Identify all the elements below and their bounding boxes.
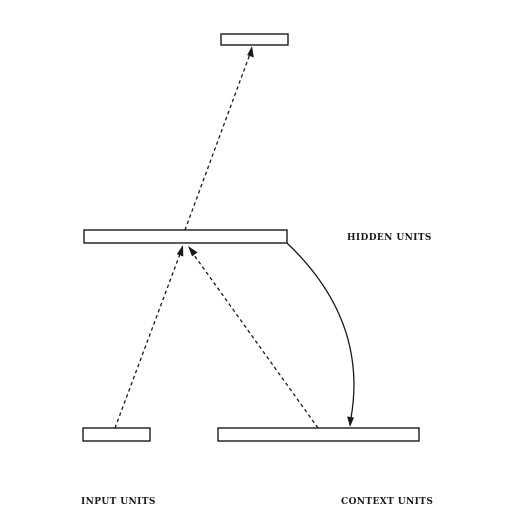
input-to-hidden-connection	[114, 253, 181, 429]
input-to-hidden-arrowhead	[176, 245, 184, 257]
context-units-box	[217, 427, 420, 442]
hidden-units-label: HIDDEN UNITS	[347, 233, 432, 243]
input-units-label: INPUT UNITS	[81, 497, 156, 507]
context-units-label: CONTEXT UNITS	[341, 497, 433, 507]
context-to-hidden-arrowhead	[188, 246, 198, 257]
hidden-to-output-connection	[184, 53, 251, 231]
hidden-to-output-arrowhead	[247, 46, 254, 58]
hidden-units-box	[83, 229, 288, 244]
hidden-to-context-copy-connection	[286, 242, 355, 419]
context-to-hidden-connection	[193, 254, 319, 429]
input-units-box	[82, 427, 151, 442]
hidden-to-context-arrowhead	[347, 416, 354, 427]
output-units-box	[220, 33, 289, 46]
